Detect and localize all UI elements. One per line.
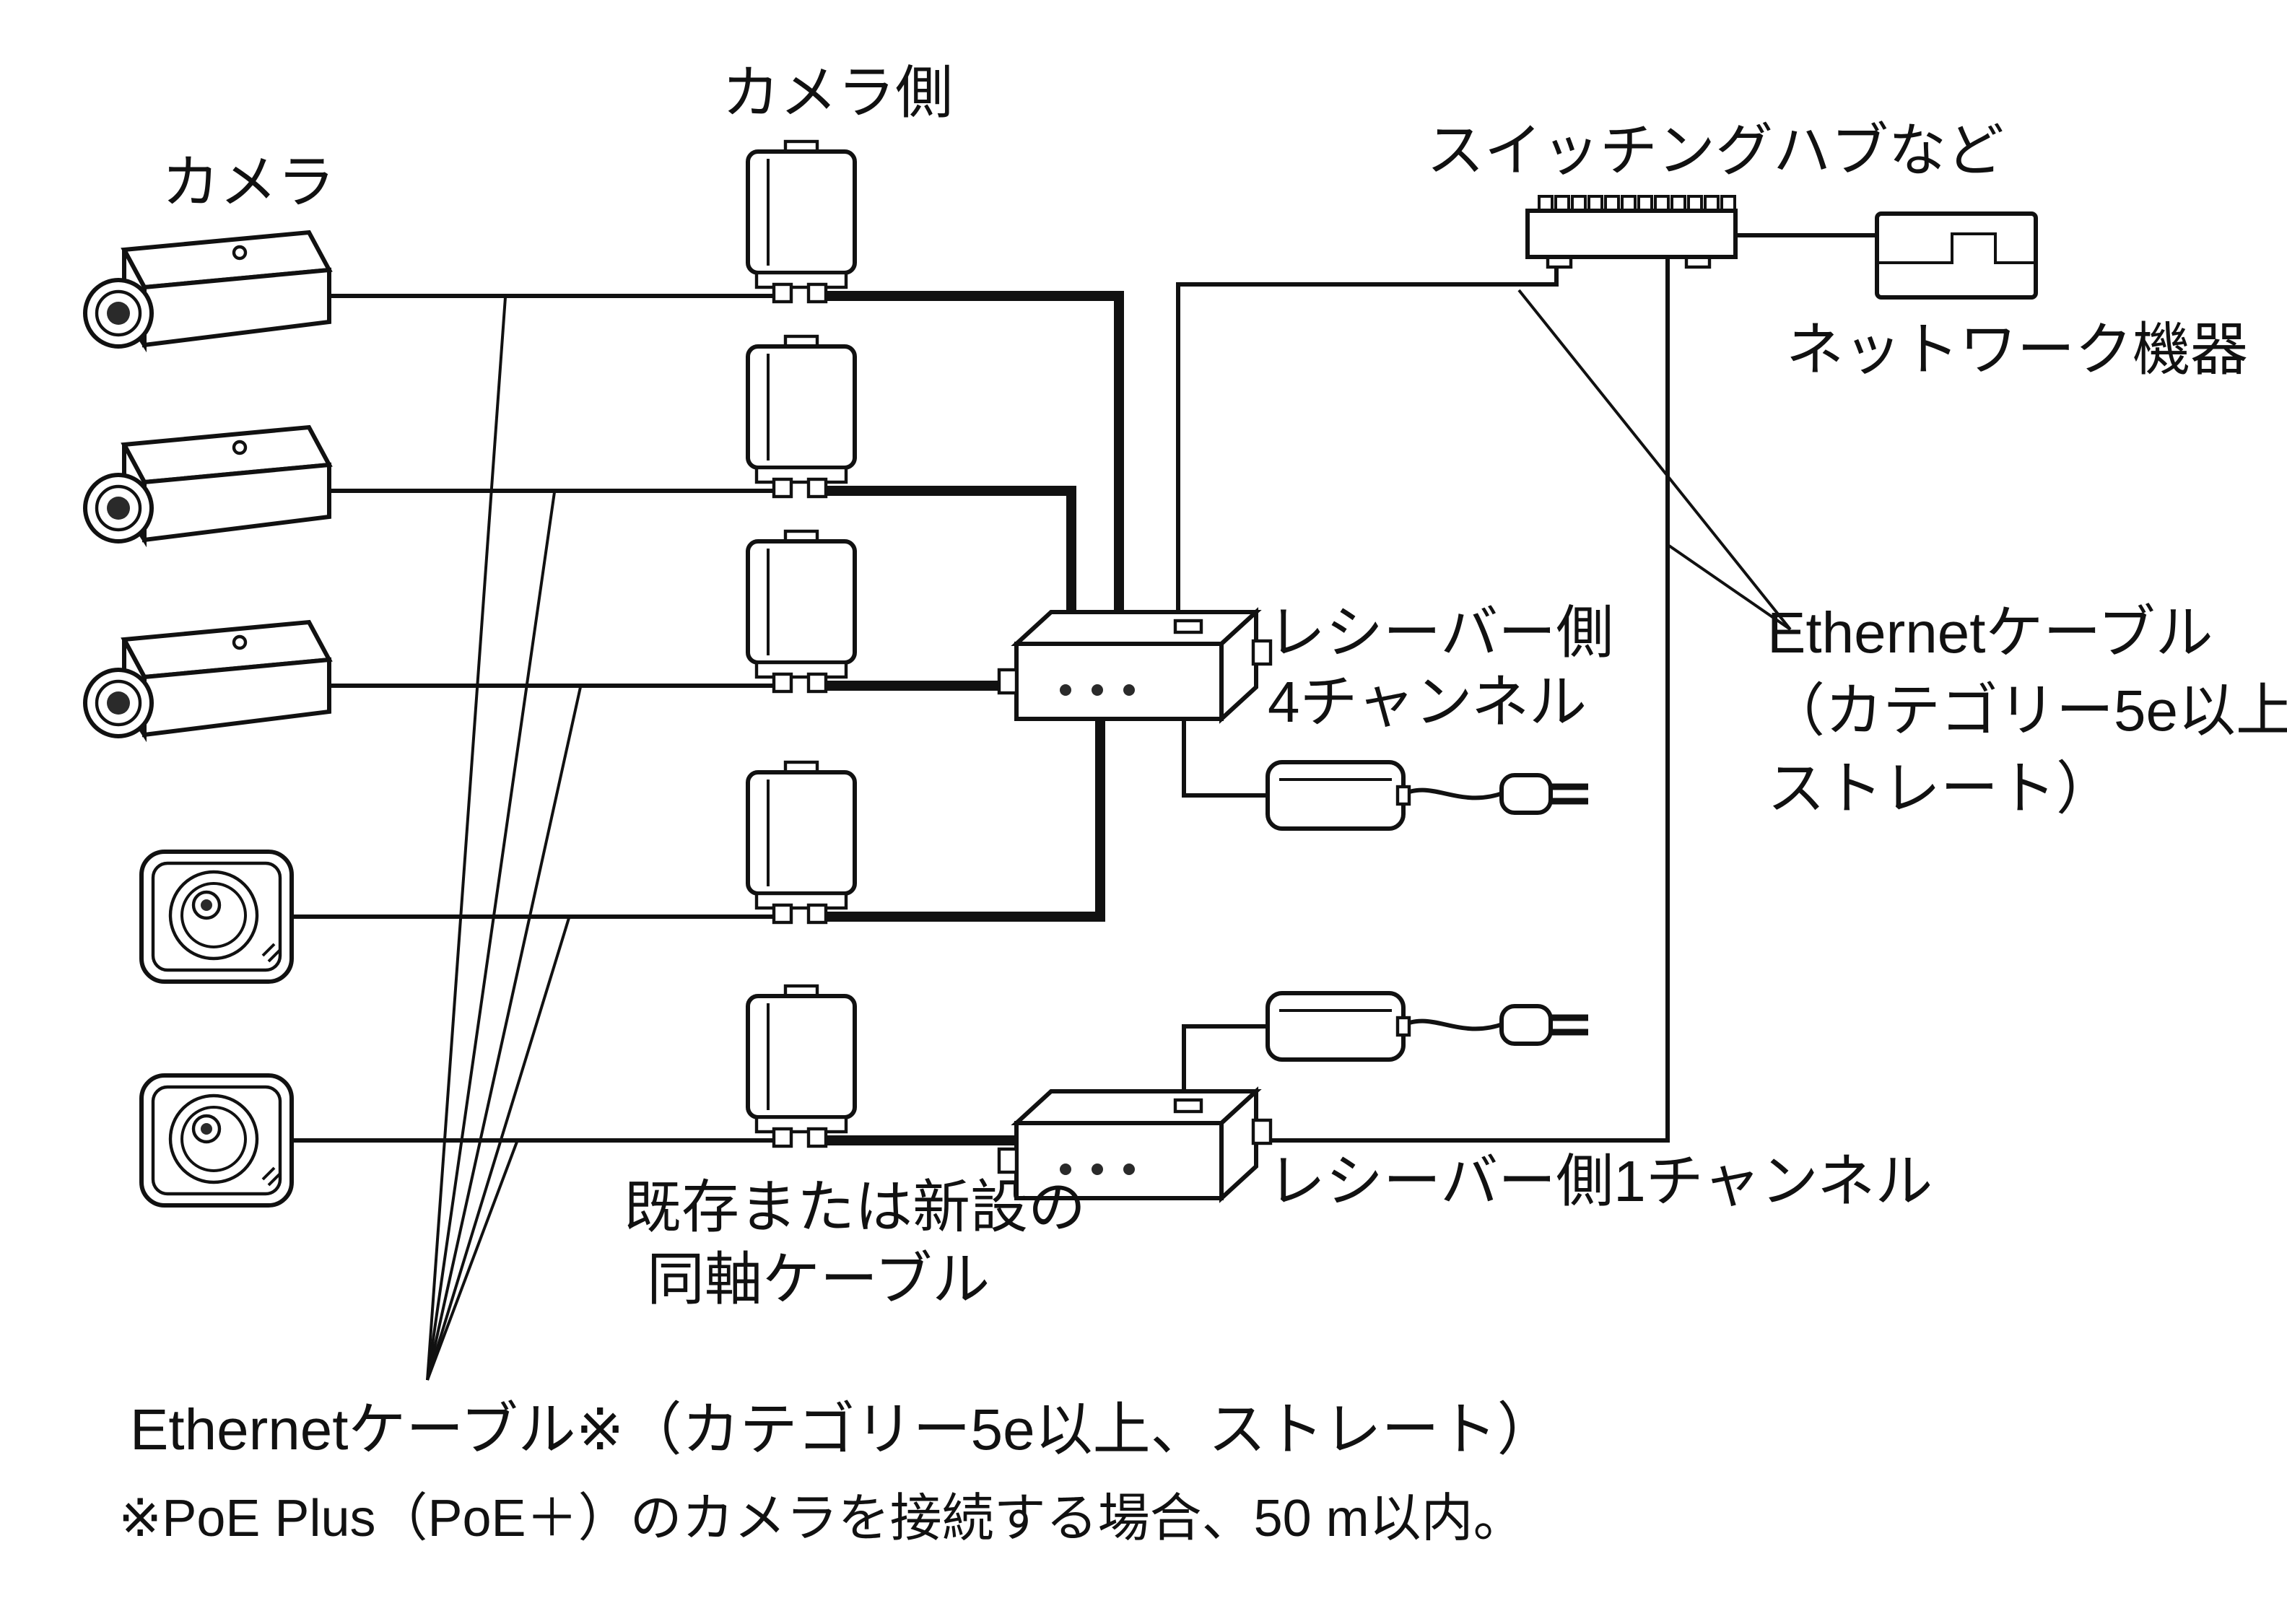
label-network-device: ネットワーク機器 <box>1786 318 2248 382</box>
power-cable-1ch <box>1182 1024 1276 1114</box>
dome-camera-2 <box>141 1075 292 1205</box>
label-camera: カメラ <box>162 150 335 214</box>
power-plug-2 <box>1502 1006 1588 1044</box>
pointer-ethernet-bottom-3 <box>426 686 582 1381</box>
network-device-body <box>1875 211 2038 300</box>
coax-converter-5 <box>748 986 855 1146</box>
coax-converter-2 <box>748 336 855 497</box>
hub-port-icon <box>1720 195 1736 212</box>
label-ethernet-right-line3: ストレート） <box>1767 756 2114 821</box>
cables <box>286 233 1880 1145</box>
box-camera-3 <box>85 622 329 736</box>
hub-body <box>1525 209 1738 259</box>
label-camera-side: カメラ側 <box>722 61 953 125</box>
hub-port-icon <box>1554 195 1570 212</box>
hub-port-icon <box>1587 195 1603 212</box>
pointer-lines <box>426 289 1792 1381</box>
network-device-detail <box>1877 232 2036 264</box>
label-ethernet-bottom: Ethernetケーブル※（カテゴリー5e以上、ストレート） <box>130 1397 1555 1462</box>
labels: カメラ カメラ側 スイッチングハブなど ネットワーク機器 レシーバー側 4チャン… <box>118 61 2287 1547</box>
label-ethernet-right-line2: （カテゴリー5e以上、 <box>1767 678 2287 743</box>
power-adapter-2 <box>1268 993 1409 1060</box>
switching-hub <box>1525 195 1738 269</box>
coax-converter-4 <box>748 762 855 922</box>
hub-port-icon <box>1637 195 1653 212</box>
label-receiver-4ch-line2: 4チャンネル <box>1268 670 1587 734</box>
pointer-ethernet-bottom-1 <box>426 297 507 1381</box>
pointer-ethernet-bottom-2 <box>426 492 556 1381</box>
hub-port-icon <box>1604 195 1620 212</box>
label-receiver-1ch: レシーバー側1チャンネル <box>1268 1149 1933 1213</box>
box-camera-2 <box>85 427 329 541</box>
power-cord-1 <box>1399 787 1506 800</box>
coax-cable-1 <box>817 291 1124 676</box>
coax-cable-4 <box>817 693 1105 922</box>
hub-port-icon <box>1621 195 1637 212</box>
coax-converter-3 <box>748 531 855 691</box>
pointer-ethernet-bottom-4 <box>426 917 570 1381</box>
hub-port-icon <box>1571 195 1587 212</box>
power-adapter-1 <box>1268 762 1409 829</box>
power-plug-1 <box>1502 775 1588 813</box>
power-cable-4ch <box>1182 690 1276 798</box>
hub-port-icon <box>1654 195 1670 212</box>
label-ethernet-right-line1: Ethernetケーブル <box>1767 601 2213 665</box>
receiver-4ch <box>999 612 1271 719</box>
pointer-ethernet-right-1 <box>1517 289 1792 631</box>
label-switching-hub: スイッチングハブなど <box>1426 118 2004 183</box>
hub-ports <box>1538 195 1736 212</box>
box-camera-1 <box>85 232 329 346</box>
label-receiver-4ch-line1: レシーバー側 <box>1268 601 1613 665</box>
hub-port-icon <box>1670 195 1686 212</box>
label-footnote: ※PoE Plus（PoE＋）のカメラを接続する場合、50 m以内。 <box>118 1490 1525 1547</box>
ethernet-cable-receiver-1ch <box>1213 248 1670 1143</box>
power-cord-2 <box>1399 1018 1506 1031</box>
hub-port-icon <box>1538 195 1554 212</box>
label-coax-line2: 同軸ケーブル <box>647 1247 990 1311</box>
ethernet-cable-receiver-4ch <box>1176 248 1559 657</box>
pointer-ethernet-bottom-5 <box>426 1141 518 1381</box>
devices <box>85 141 2038 1205</box>
hub-port-icon <box>1704 195 1720 212</box>
label-coax-line1: 既存または新設の <box>624 1175 1086 1239</box>
dome-camera-1 <box>141 852 292 982</box>
coax-converter-1 <box>748 141 855 302</box>
hub-port-icon <box>1687 195 1703 212</box>
network-device <box>1875 211 2038 300</box>
pointer-ethernet-right-2 <box>1668 544 1792 631</box>
